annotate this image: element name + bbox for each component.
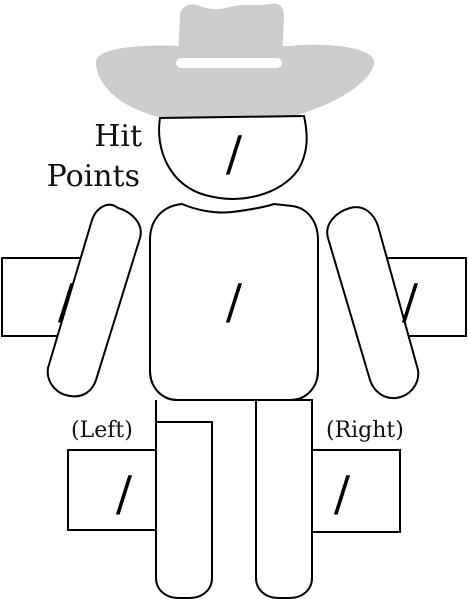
hit-points-label-line2: Points [47,159,140,194]
hat-band [176,58,282,68]
right-leg [255,399,401,599]
head-hp-slash: / [226,126,243,182]
right-leg-limb [255,399,313,599]
right-arm [326,206,467,400]
hat-crown [178,3,284,63]
left-leg-plate [67,449,157,531]
left-leg-hp-slash: / [116,466,133,522]
left-leg-limb [155,400,213,599]
left-side-label: (Left) [71,418,133,443]
torso-fill [152,340,316,398]
hat-brim [96,44,375,123]
right-leg-plate [311,449,401,533]
right-side-label: (Right) [326,418,404,443]
torso-bottom-edge [149,339,319,401]
hit-points-label-line1: Hit [94,119,142,154]
right-arm-hp-slash: / [402,274,419,330]
right-arm-limb [326,206,420,400]
cowboy-hat [96,3,375,123]
torso-hp-slash: / [226,274,243,330]
left-arm [1,203,142,398]
left-arm-limb [46,203,142,398]
left-arm-hp-slash: / [58,274,75,330]
head-outline [158,114,308,200]
right-leg-hp-slash: / [334,466,351,522]
